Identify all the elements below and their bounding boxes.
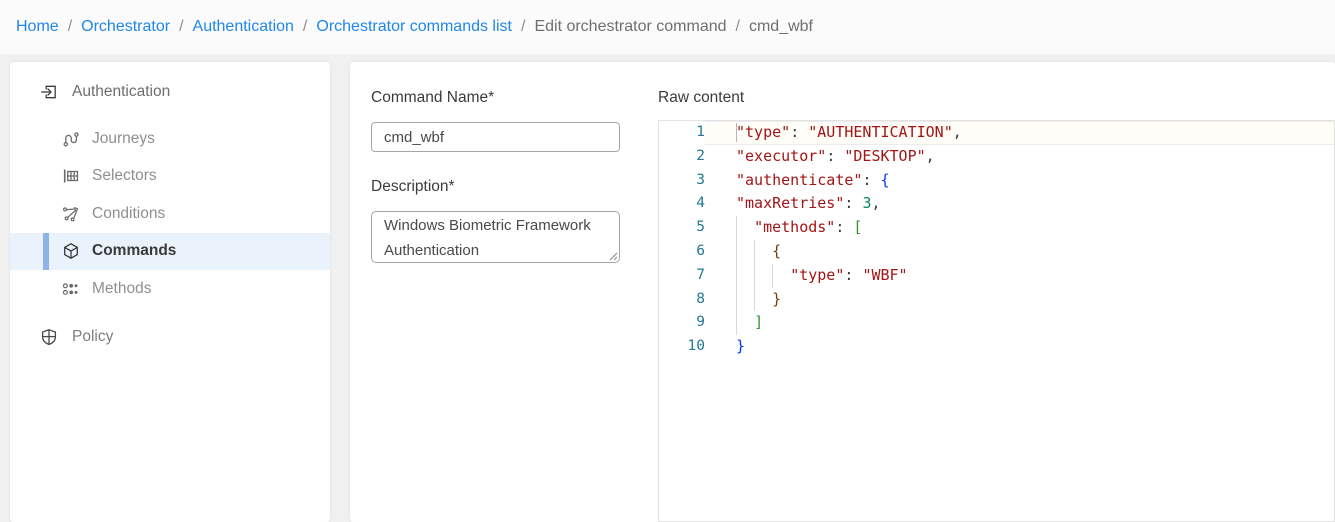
code-line-text: { [705,239,1334,264]
breadcrumb-separator: / [179,18,184,35]
line-number: 3 [696,171,705,188]
code-line[interactable]: 6 { [659,239,1334,264]
sidebar-item-label: Commands [92,242,177,260]
code-line-text: ] [705,311,1334,336]
indent-guide [736,311,737,336]
breadcrumb-link[interactable]: Orchestrator [81,18,171,35]
code-line[interactable]: 10} [659,335,1334,359]
policy-shield-icon [40,328,58,346]
code-line-text: "authenticate": { [736,170,890,189]
code-line[interactable]: 3 "authenticate": { [659,169,1334,193]
code-line-text: "type": "WBF" [705,263,1334,288]
breadcrumb-separator: / [67,18,73,35]
line-number: 7 [696,266,705,283]
breadcrumb-link[interactable]: Home [16,18,59,35]
line-number: 2 [696,147,705,164]
breadcrumb-separator: / [302,18,308,35]
command-name-label: Command Name* [371,89,495,106]
code-line[interactable]: 7 "type": "WBF" [659,263,1334,288]
sidebar-header-authentication[interactable]: Authentication [10,76,330,108]
sidebar-item-selectors[interactable]: Selectors [10,158,330,196]
sidebar-item-label: Journeys [92,129,155,147]
line-number: 9 [696,314,705,331]
description-textarea[interactable]: Windows Biometric Framework Authenticati… [371,211,620,263]
code-line-text: "executor": "DESKTOP", [736,146,935,165]
sidebar-item-methods[interactable]: Methods [10,270,330,308]
raw-content-code-editor[interactable]: 1"type": "AUTHENTICATION",2"executor": "… [658,120,1335,522]
line-number: 10 [687,338,705,355]
code-line[interactable]: 1"type": "AUTHENTICATION", [659,121,1334,145]
sidebar-policy-label: Policy [72,327,114,345]
line-number: 6 [696,242,705,259]
main-panel: Command Name* Description* Windows Biome… [350,62,1335,522]
indent-guide [754,287,756,312]
line-number: 1 [696,124,705,140]
code-line-text: "maxRetries": 3, [736,194,881,213]
breadcrumb-link[interactable]: Authentication [192,18,294,35]
journeys-route-icon [62,130,80,148]
code-line-text: "methods": [ [705,216,1334,240]
sidebar-item-label: Conditions [92,204,166,222]
description-field-wrap: Windows Biometric Framework Authenticati… [371,211,620,263]
code-lines: 1"type": "AUTHENTICATION",2"executor": "… [659,121,1334,359]
indent-guide [772,263,774,288]
indent-guide [754,239,756,264]
breadcrumb-link[interactable]: Orchestrator commands list [316,18,512,35]
indent-guide [736,239,737,264]
sidebar-item-label: Selectors [92,167,157,185]
line-number: 4 [696,195,705,212]
description-label: Description* [371,178,455,195]
sidebar-item-commands[interactable]: Commands [10,232,330,270]
indent-guide [754,263,756,288]
sidebar-item-label: Methods [92,279,152,297]
selectors-table-icon [62,167,80,185]
sidebar-item-conditions[interactable]: Conditions [10,195,330,233]
sidebar-item-journeys[interactable]: Journeys [10,120,330,158]
breadcrumb: Home / Orchestrator / Authentication / Orchest… [0,0,1335,54]
breadcrumb-separator: / [735,18,740,35]
code-line-text: "type": "AUTHENTICATION", [705,121,1334,145]
line-number: 8 [696,290,705,307]
code-line[interactable]: 8 } [659,287,1334,312]
line-number: 5 [696,219,705,236]
sidebar-header-label: Authentication [72,83,171,100]
login-icon [40,83,58,101]
indent-guide [736,287,737,312]
commands-cube-icon [62,242,80,260]
breadcrumb-current: cmd_wbf [748,18,813,35]
command-name-input[interactable] [371,122,620,152]
code-line-text: } [705,287,1334,312]
code-line[interactable]: 4 "maxRetries": 3, [659,192,1334,216]
code-line[interactable]: 2 "executor": "DESKTOP", [659,145,1334,169]
code-line[interactable]: 9 ] [659,311,1334,336]
code-line-text: } [736,337,746,356]
indent-guide [736,263,737,288]
methods-dots-icon [62,280,80,298]
sidebar-item-policy[interactable]: Policy [10,318,330,355]
breadcrumb-separator: / [520,18,526,35]
raw-content-label: Raw content [658,89,745,106]
conditions-branch-icon [62,205,80,223]
breadcrumb-current: Edit orchestrator command [534,18,727,35]
indent-guide [736,216,737,240]
code-line[interactable]: 5 "methods": [ [659,216,1334,240]
